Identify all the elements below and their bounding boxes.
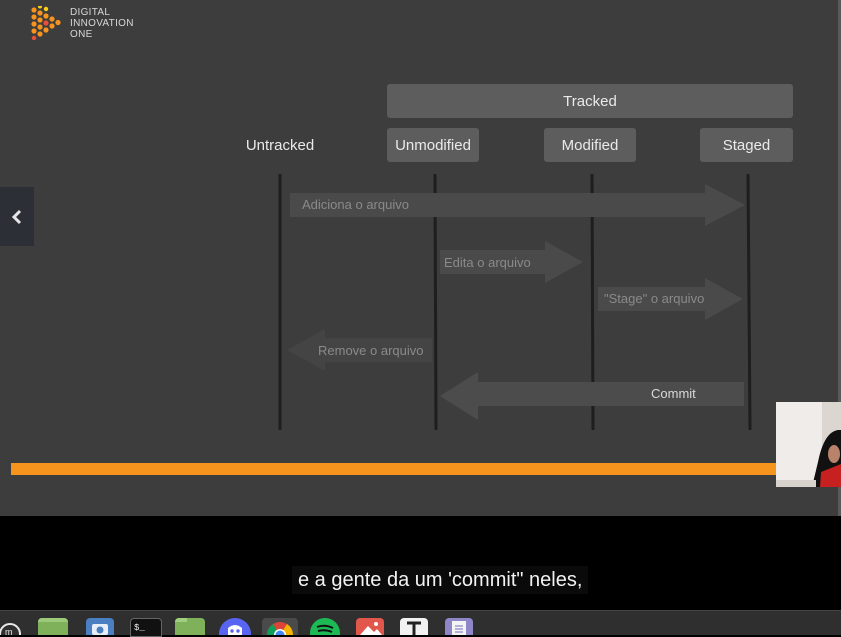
discord-icon[interactable]: [219, 618, 251, 635]
text-editor-icon[interactable]: [445, 618, 473, 635]
image-viewer-icon[interactable]: [356, 618, 384, 635]
terminal-icon[interactable]: $_: [130, 618, 162, 637]
arrow-label-stage: "Stage" o arquivo: [604, 291, 704, 306]
logo-line-1: DIGITAL: [70, 6, 111, 18]
linux-mint-menu-icon[interactable]: m: [0, 618, 24, 635]
svg-text:$_: $_: [134, 623, 145, 633]
webcam-overlay: [776, 402, 841, 487]
logo-line-3: ONE: [70, 28, 93, 40]
arrow-label-commit: Commit: [651, 386, 696, 401]
lifeline-staged: [746, 173, 752, 431]
arrow-label-adiciona: Adiciona o arquivo: [302, 197, 409, 212]
taskbar: m $_: [0, 610, 841, 637]
tracked-header: Tracked: [387, 84, 793, 118]
slide-edge: [838, 0, 841, 516]
state-modified: Modified: [544, 128, 636, 162]
webcam-presenter-image: [776, 402, 841, 487]
arrow-adiciona: [290, 184, 745, 226]
state-untracked: Untracked: [245, 136, 315, 154]
chevron-left-icon: [11, 209, 22, 224]
git-lifecycle-diagram: Adiciona o arquivo Edita o arquivo "Stag…: [278, 173, 752, 431]
spotify-icon[interactable]: [310, 618, 340, 635]
arrow-label-edita: Edita o arquivo: [444, 255, 531, 270]
files-folder-icon[interactable]: [175, 618, 205, 635]
subtitle-caption: e a gente da um 'commit" neles,: [292, 566, 589, 594]
state-staged: Staged: [700, 128, 793, 162]
digital-innovation-one-logo: DIGITAL INNOVATION ONE: [30, 6, 134, 40]
logo-line-2: INNOVATION: [70, 17, 134, 29]
previous-slide-button[interactable]: [0, 187, 34, 246]
svg-text:m: m: [5, 627, 13, 635]
arrow-stage: [598, 278, 743, 320]
dio-logo-icon: [31, 6, 61, 40]
typora-icon[interactable]: [400, 618, 428, 635]
state-unmodified: Unmodified: [387, 128, 479, 162]
arrow-edita: [440, 241, 583, 283]
screenshot-icon[interactable]: [86, 618, 114, 635]
orange-progress-bar: [11, 463, 781, 475]
presentation-slide: DIGITAL INNOVATION ONE Tracked Untracked…: [0, 0, 841, 516]
arrow-label-remove: Remove o arquivo: [318, 343, 424, 358]
chrome-icon[interactable]: [262, 618, 298, 635]
show-desktop-icon[interactable]: [38, 618, 68, 635]
logo-wordmark: DIGITAL INNOVATION ONE: [70, 7, 134, 40]
subtitle-area: [0, 516, 841, 610]
arrow-remove: [287, 329, 432, 371]
arrow-commit: [440, 372, 744, 420]
